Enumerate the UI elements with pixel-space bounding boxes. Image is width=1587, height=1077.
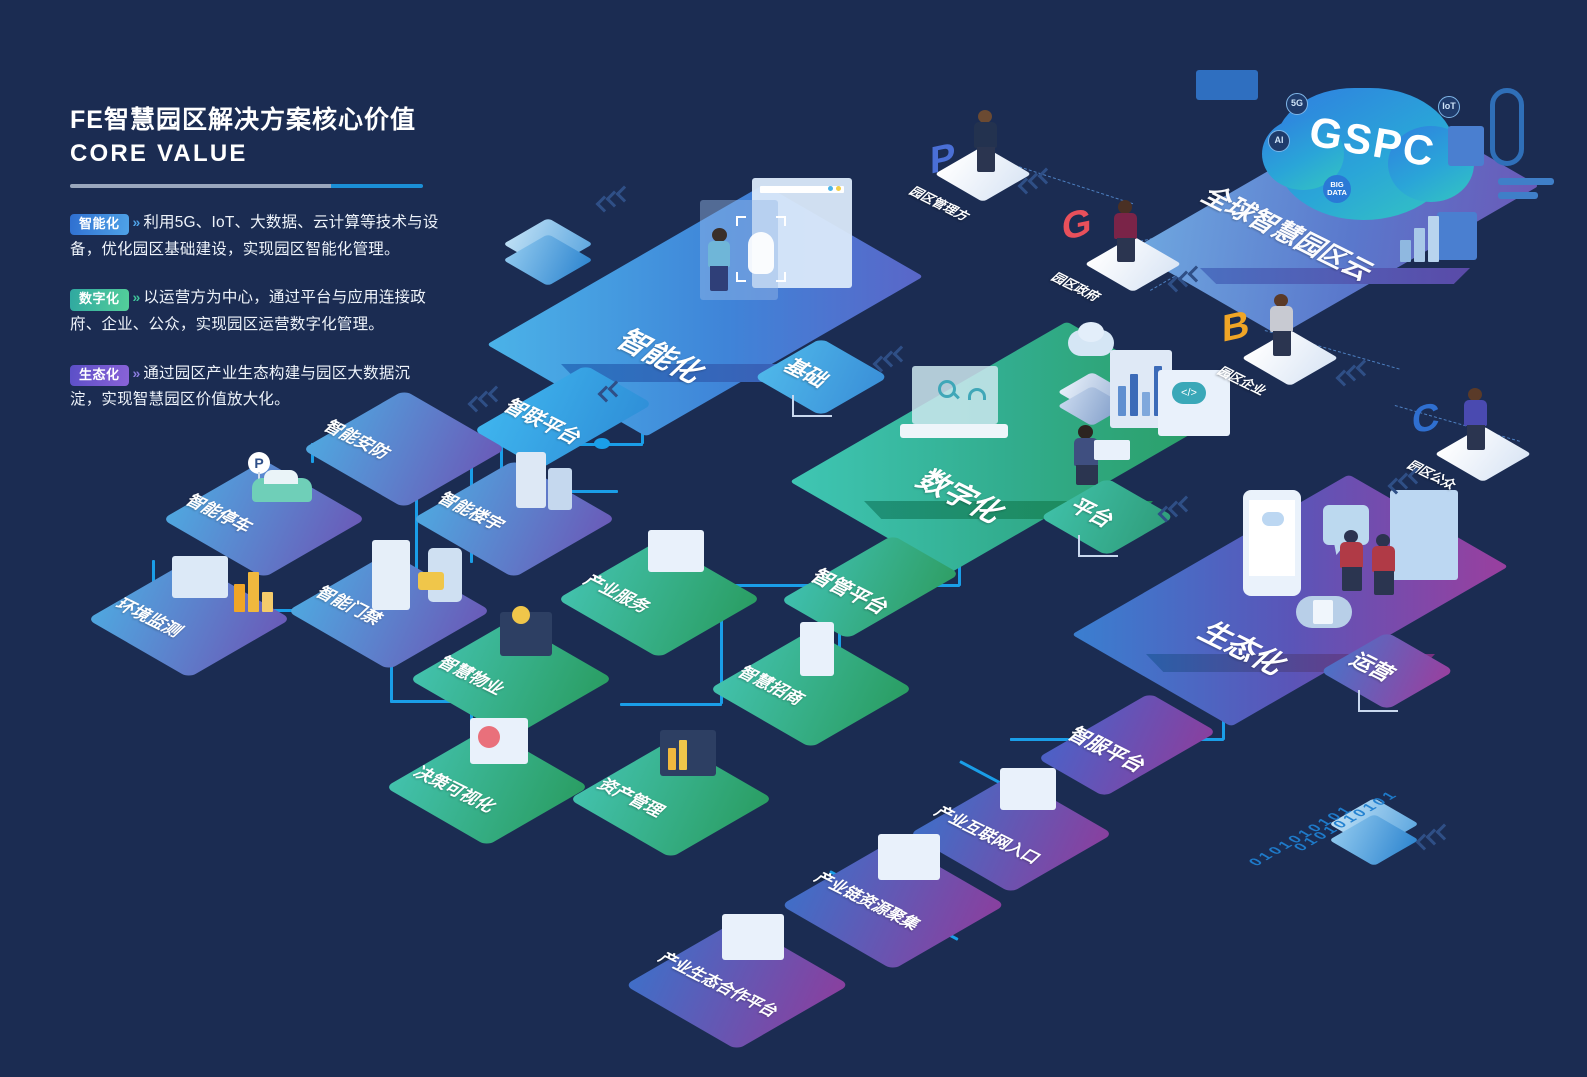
lightbulb-icon — [512, 606, 530, 624]
search-icon — [938, 380, 956, 398]
chart-bar — [679, 740, 687, 770]
connector-line — [720, 584, 723, 704]
scan-bracket-icon — [776, 216, 786, 226]
chip-ai: AI — [1268, 130, 1290, 152]
person-figure-p — [972, 110, 1000, 172]
stakeholder-letter-p: P — [930, 135, 956, 183]
connector-line — [1010, 738, 1013, 741]
page-title-cn: FE智慧园区解决方案核心价值 — [70, 106, 416, 134]
value-paragraph-digital: 数字化»以运营方为中心，通过平台与应用连接政府、企业、公众，实现园区运营数字化管… — [70, 285, 440, 338]
code-tag-icon: </> — [1172, 382, 1206, 404]
value-paragraph-ecological: 生态化»通过园区产业生态构建与园区大数据沉淀，实现智慧园区价值放大化。 — [70, 361, 440, 414]
connector-node-dot — [594, 438, 610, 449]
wifi-icon — [968, 388, 986, 400]
mobile-screen-icon — [800, 622, 834, 676]
window-dot — [828, 186, 833, 191]
person-figure — [706, 228, 732, 296]
stakeholder-letter-g: G — [1062, 200, 1092, 250]
line-decoration — [1498, 178, 1554, 185]
arrow-icon-intelligent: » — [132, 214, 141, 230]
car-roof — [264, 470, 298, 484]
chart-bar — [668, 748, 676, 770]
contract-document-icon — [1390, 490, 1458, 580]
pie-chart-icon — [478, 726, 500, 748]
person-figure — [1370, 534, 1398, 596]
server-icon-left — [503, 218, 593, 286]
connector-line — [152, 609, 417, 612]
scan-bracket-icon — [736, 272, 746, 282]
person-figure-b — [1268, 294, 1296, 356]
monitor-icon — [172, 556, 228, 598]
value-text-intelligent: 利用5G、IoT、大数据、云计算等技术与设备，优化园区基础建设，实现园区智能化管… — [70, 214, 439, 258]
value-text-ecological: 通过园区产业生态构建与园区大数据沉淀，实现智慧园区价值放大化。 — [70, 364, 411, 409]
scan-bracket-icon — [736, 216, 746, 226]
arrow-icon-digital: » — [132, 289, 141, 306]
cloud-icon-puff — [1078, 322, 1104, 342]
page-title-en: CORE VALUE — [70, 140, 248, 167]
tag-bracket — [1358, 690, 1398, 712]
badge-intelligent: 智能化 — [70, 214, 129, 236]
chip-5g: 5G — [1286, 93, 1308, 115]
value-text-digital: 以运营方为中心，通过平台与应用连接政府、企业、公众，实现园区运营数字化管理。 — [70, 289, 426, 333]
chart-bar — [262, 592, 273, 612]
window-dot — [836, 186, 841, 191]
chart-panel-icon — [1448, 126, 1484, 166]
cloud-platform-slab[interactable] — [1130, 100, 1540, 336]
laptop-icon — [1094, 440, 1130, 460]
chart-bar — [1142, 392, 1150, 416]
chart-bar — [1414, 228, 1425, 262]
badge-ecological: 生态化 — [70, 364, 129, 386]
building-icon — [548, 468, 572, 510]
person-figure — [1338, 530, 1366, 592]
monitor-icon — [648, 530, 704, 572]
chart-bar — [1130, 374, 1138, 416]
document-icon — [1313, 600, 1333, 624]
building-icon — [372, 540, 410, 610]
tag-bracket — [792, 395, 832, 417]
arrow-icon-ecological: » — [132, 364, 141, 381]
chip-big-data: BIG DATA — [1323, 175, 1351, 203]
badge-digital: 数字化 — [70, 289, 129, 311]
divider-accent-segment — [331, 184, 423, 188]
divider-gray-segment — [70, 184, 332, 188]
ring-decoration — [1490, 88, 1524, 166]
panel-icon — [1196, 70, 1258, 100]
stakeholder-letter-c: C — [1412, 395, 1440, 443]
connector-line — [620, 703, 722, 706]
title-divider — [70, 184, 423, 188]
chart-bar — [1118, 386, 1126, 416]
cloud-platform-edge — [1200, 268, 1470, 284]
stakeholder-letter-b: B — [1222, 303, 1250, 351]
partnership-panel-icon — [722, 914, 784, 960]
store-panel-icon — [878, 834, 940, 880]
tag-bracket — [1078, 535, 1118, 557]
chart-bar — [234, 584, 245, 612]
card-icon — [418, 572, 444, 590]
connector-line — [415, 443, 418, 611]
server-icon — [1057, 372, 1127, 426]
person-figure-c — [1462, 388, 1490, 450]
chart-bar — [1400, 240, 1411, 262]
line-decoration — [1498, 192, 1538, 199]
chip-iot: IoT — [1438, 96, 1460, 118]
face-silhouette-icon — [748, 232, 774, 274]
core-value-panel: FE智慧园区解决方案核心价值 CORE VALUE 智能化»利用5G、IoT、大… — [70, 104, 440, 414]
laptop-base — [900, 424, 1008, 438]
building-icon — [516, 452, 546, 508]
chart-bar — [248, 572, 259, 612]
stakeholder-label-g: 园区政府 — [1048, 270, 1104, 304]
cloud-sync-icon — [1262, 512, 1284, 526]
person-figure-g — [1112, 200, 1140, 262]
value-paragraph-intelligent: 智能化»利用5G、IoT、大数据、云计算等技术与设备，优化园区基础建设，实现园区… — [70, 210, 440, 263]
parking-p-icon: P — [248, 452, 270, 474]
factory-panel-icon — [1000, 768, 1056, 810]
chart-panel-icon — [1437, 212, 1477, 260]
window-titlebar — [760, 186, 844, 193]
chart-bar — [1428, 216, 1439, 262]
scan-bracket-icon — [776, 272, 786, 282]
